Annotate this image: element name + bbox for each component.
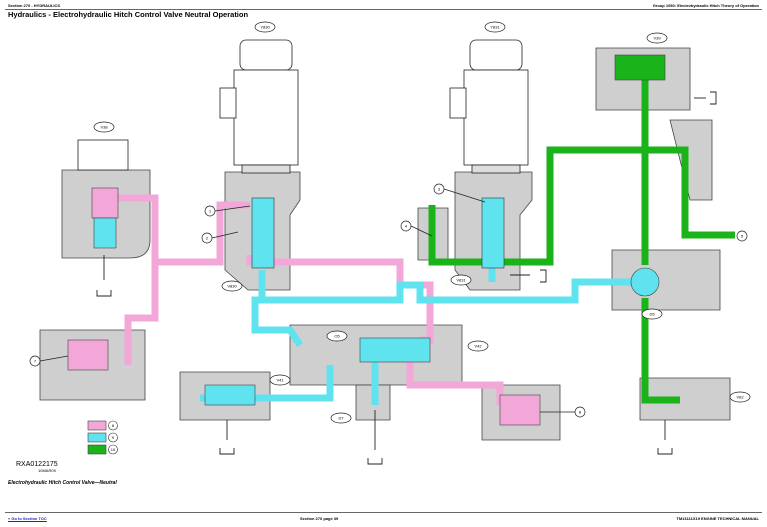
- figure-date: 10MAR09: [38, 468, 57, 473]
- figure-caption: Electrohydraulic Hitch Control Valve—Neu…: [8, 480, 117, 486]
- green-circuit: [428, 75, 735, 404]
- legend-label-8: 8: [112, 423, 115, 428]
- toc-link[interactable]: « Go to Section TOC: [8, 516, 47, 521]
- page-number: Section 270 page 39: [300, 516, 339, 521]
- header-rule: [5, 9, 762, 10]
- pink-spring-v38: [91, 187, 119, 219]
- label-y831: Y831: [490, 25, 500, 30]
- manual-title: TM13111X19 ENGINE TECHNICAL MANUAL: [676, 516, 759, 521]
- label-v38: V38: [100, 125, 108, 130]
- housing-5: [669, 119, 713, 201]
- spool-y830: [251, 197, 275, 269]
- label-d5: D5: [649, 312, 655, 317]
- header-left: Section 270 - HYDRAULICS: [8, 3, 61, 8]
- legend-swatch-10: [87, 444, 107, 455]
- label-v830: V830: [227, 284, 237, 289]
- housing-d5: [611, 249, 721, 311]
- cyan-v41-spool: [204, 384, 256, 406]
- green-spring-v39: [614, 54, 666, 81]
- d5-check-ball: [630, 267, 660, 297]
- label-y830: Y830: [260, 25, 270, 30]
- callout-2: 2: [206, 236, 209, 241]
- solenoid-y830: [219, 39, 299, 174]
- label-v831: V831: [456, 278, 466, 283]
- pink-port-6: [499, 394, 541, 426]
- drain-arrows: [96, 91, 717, 465]
- legend-swatch-9: [87, 432, 107, 443]
- label-v62: V62: [736, 395, 744, 400]
- cyan-v38-lower: [93, 217, 117, 249]
- cyan-v42-spool: [359, 337, 431, 363]
- label-v41: V41: [276, 378, 284, 383]
- pink-port-7: [67, 339, 109, 371]
- callout-6: 8: [579, 410, 582, 415]
- header-right: Group 1050: Electrohydraulic Hitch Theor…: [652, 3, 759, 8]
- callout-1: 1: [209, 209, 212, 214]
- housing-v62: [639, 377, 731, 421]
- callouts: [29, 183, 748, 418]
- legend-label-9: 9: [112, 435, 115, 440]
- solenoid-y831: [449, 39, 529, 174]
- spool-y831: [481, 197, 505, 269]
- page-title: Hydraulics - Electrohydraulic Hitch Cont…: [8, 10, 249, 19]
- figure-id: RXA0122175: [16, 461, 58, 468]
- label-d7: D7: [338, 416, 344, 421]
- callout-4: 4: [405, 224, 408, 229]
- label-v42: V42: [474, 344, 482, 349]
- legend-swatch-8: [87, 420, 107, 431]
- label-o5: O5: [334, 334, 340, 339]
- legend: 8 9 10: [87, 420, 118, 455]
- valve-housings: [39, 47, 731, 441]
- callout-5: 5: [741, 234, 744, 239]
- label-v39: V39: [653, 36, 661, 41]
- callout-3: 3: [438, 187, 441, 192]
- legend-label-10: 10: [111, 447, 116, 452]
- cap-v38: [77, 139, 129, 171]
- component-label-ovals: [93, 21, 751, 424]
- footer-rule: [5, 512, 762, 513]
- callout-7: 7: [34, 359, 37, 364]
